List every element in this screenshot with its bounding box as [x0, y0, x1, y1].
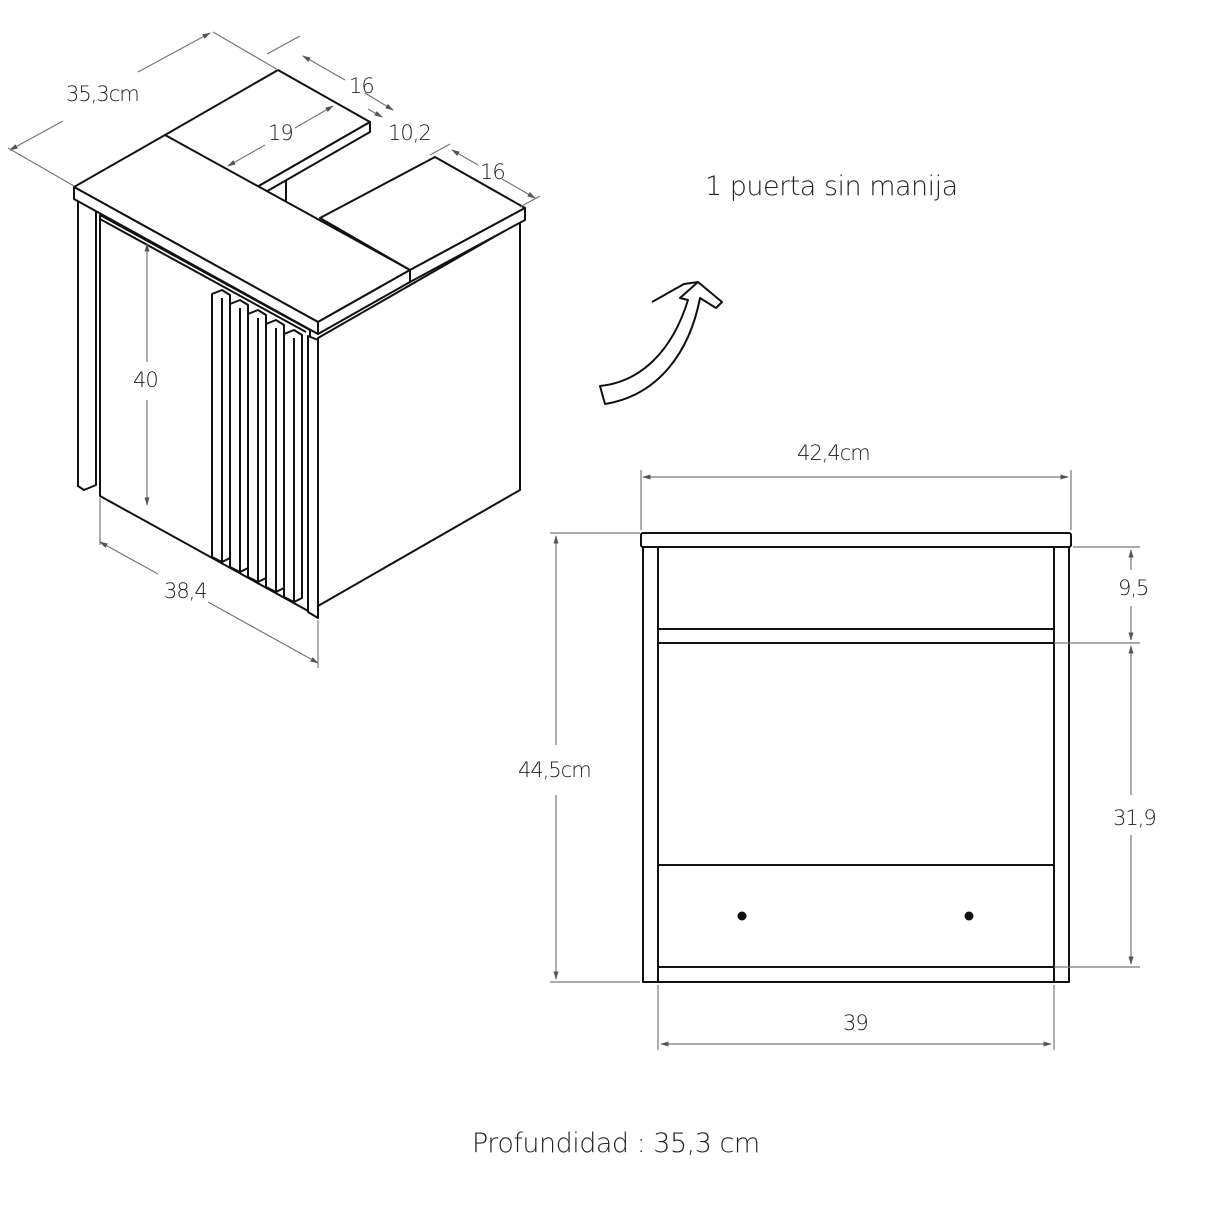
knob-left-icon [737, 911, 747, 921]
dim-iso-depth: 35,3cm [66, 82, 139, 106]
curved-arrow-icon [599, 281, 723, 405]
front-left-post [642, 546, 659, 983]
iso-dimensions: 35,3cm 16 19 10,2 16 40 38,4 [7, 31, 541, 668]
dim-iso-top-right: 16 [480, 160, 505, 184]
dim-iso-height: 40 [133, 368, 158, 392]
front-shelf [657, 628, 1055, 644]
dim-front-inner-width: 39 [843, 1011, 868, 1035]
iso-left-post [77, 197, 97, 491]
front-top-compartment [657, 546, 1055, 630]
front-dimensions: 42,4cm 44,5cm 9,5 31,9 39 [518, 441, 1157, 1050]
dim-iso-width: 38,4 [164, 579, 207, 603]
front-door [657, 642, 1055, 866]
front-right-post [1053, 546, 1070, 983]
dim-iso-inner: 19 [268, 121, 293, 145]
iso-top [73, 69, 526, 335]
dim-front-top-compartment: 9,5 [1118, 576, 1148, 600]
iso-slats [211, 289, 303, 603]
front-base [657, 966, 1055, 983]
isometric-view: 35,3cm 16 19 10,2 16 40 38,4 [7, 31, 541, 668]
dim-front-door: 31,9 [1113, 806, 1156, 830]
front-top-slab [640, 532, 1072, 548]
dim-front-width: 42,4cm [797, 441, 870, 465]
dim-iso-top-left: 16 [349, 74, 374, 98]
iso-right-post [307, 335, 319, 619]
dim-front-height: 44,5cm [518, 758, 591, 782]
front-view: 42,4cm 44,5cm 9,5 31,9 39 [518, 441, 1157, 1050]
depth-footer: Profundidad : 35,3 cm [472, 1128, 760, 1159]
title-note: 1 puerta sin manija [705, 171, 958, 202]
front-lower-panel [657, 864, 1055, 968]
dim-iso-gap: 10,2 [388, 121, 431, 145]
knob-right-icon [964, 911, 974, 921]
